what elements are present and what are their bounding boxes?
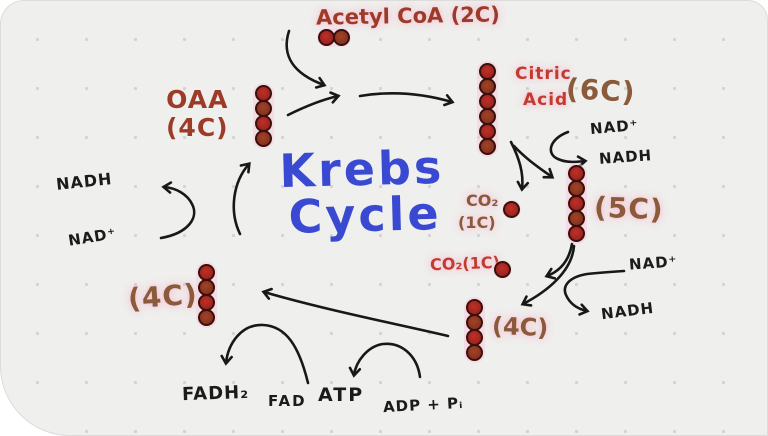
carbon-dot xyxy=(479,138,496,155)
citric-formula: (6C) xyxy=(565,72,637,109)
acetyl-coa-carbons xyxy=(317,28,351,47)
co2-lower-carbon xyxy=(493,260,512,279)
carbon-dot xyxy=(255,130,272,147)
arrow-5c-to-4c xyxy=(520,244,576,307)
carbon-dot xyxy=(333,29,350,46)
oaa-formula: (4C) xyxy=(166,112,229,142)
oaa-label: OAA (4C) xyxy=(166,86,229,141)
fad-label: FAD xyxy=(268,392,307,410)
carbon-dot xyxy=(568,225,585,242)
arrow-to-citric xyxy=(358,92,455,107)
co2-upper-carbon xyxy=(502,200,521,219)
carbon-dot xyxy=(503,201,520,218)
arrow-acetyl-into-cycle xyxy=(285,29,327,89)
five-c-carbons xyxy=(566,163,587,244)
four-c-right-formula: (4C) xyxy=(491,312,549,342)
fadh2-label: FADH₂ xyxy=(181,381,250,406)
citric-acid-label: Citric Acid xyxy=(515,62,572,113)
carbon-dot xyxy=(494,261,511,278)
carbon-dot xyxy=(466,344,483,361)
carbon-dot xyxy=(198,309,215,326)
five-c-formula: (5C) xyxy=(593,190,665,227)
title-line-2: Cycle xyxy=(287,185,443,244)
arc-fad-to-fadh2 xyxy=(220,323,310,385)
citric-line-2: Acid xyxy=(523,89,569,110)
arrow-5c-to-co2 xyxy=(544,242,574,280)
arc-nad-upper-right xyxy=(549,130,588,168)
arc-adp-to-atp xyxy=(348,342,422,379)
four-c-right-carbons xyxy=(464,297,485,363)
co2-lower-label: CO₂(1C) xyxy=(429,252,501,275)
citric-line-1: Citric xyxy=(515,64,572,84)
nad-plus-lower-right: NAD⁺ xyxy=(628,252,679,274)
co2-upper-formula: (1C) xyxy=(458,212,496,232)
arrow-oaa-condense xyxy=(286,91,341,117)
co2-upper-label: CO₂ (1C) xyxy=(458,190,498,233)
diagram-title: Krebs Cycle xyxy=(279,140,446,244)
arrow-citric-to-5c xyxy=(512,144,555,179)
atp-label: ATP xyxy=(318,384,365,406)
arc-nad-lower-right xyxy=(563,269,626,316)
four-c-left-carbons xyxy=(196,262,217,328)
four-c-left-formula: (4C) xyxy=(126,277,199,316)
nadh-upper-right: NADH xyxy=(598,146,653,168)
acetyl-coa-label: Acetyl CoA (2C) xyxy=(315,2,501,30)
arrow-4c-to-oaa xyxy=(232,161,251,236)
arrow-bottom-swoop xyxy=(261,287,450,338)
co2-upper-name: CO₂ xyxy=(466,191,499,210)
oaa-carbons xyxy=(253,83,274,149)
citric-carbons xyxy=(477,61,498,157)
oaa-name: OAA xyxy=(166,85,229,114)
arc-nadh-left xyxy=(159,181,196,240)
